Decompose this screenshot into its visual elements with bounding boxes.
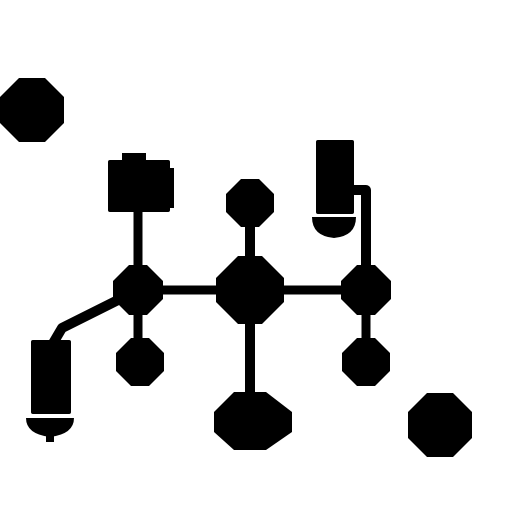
corner-node-top-left (0, 78, 64, 142)
central-hub-node (216, 256, 284, 324)
left-hub-node (113, 265, 163, 315)
camera-icon (108, 153, 174, 212)
right-leaf-node (342, 338, 390, 386)
corner-node-bottom-right (408, 393, 472, 457)
lamp-icon-bottom-left (26, 340, 74, 442)
left-leaf-node (116, 338, 164, 386)
lamp-icon-top-right (312, 140, 356, 238)
right-hub-node (341, 265, 391, 315)
edge-top-right-lamp-right-hub (350, 185, 371, 290)
bottom-center-node (214, 392, 292, 450)
edge-left-hub-bottom-left-lamp (47, 285, 141, 348)
top-center-node (226, 179, 274, 227)
